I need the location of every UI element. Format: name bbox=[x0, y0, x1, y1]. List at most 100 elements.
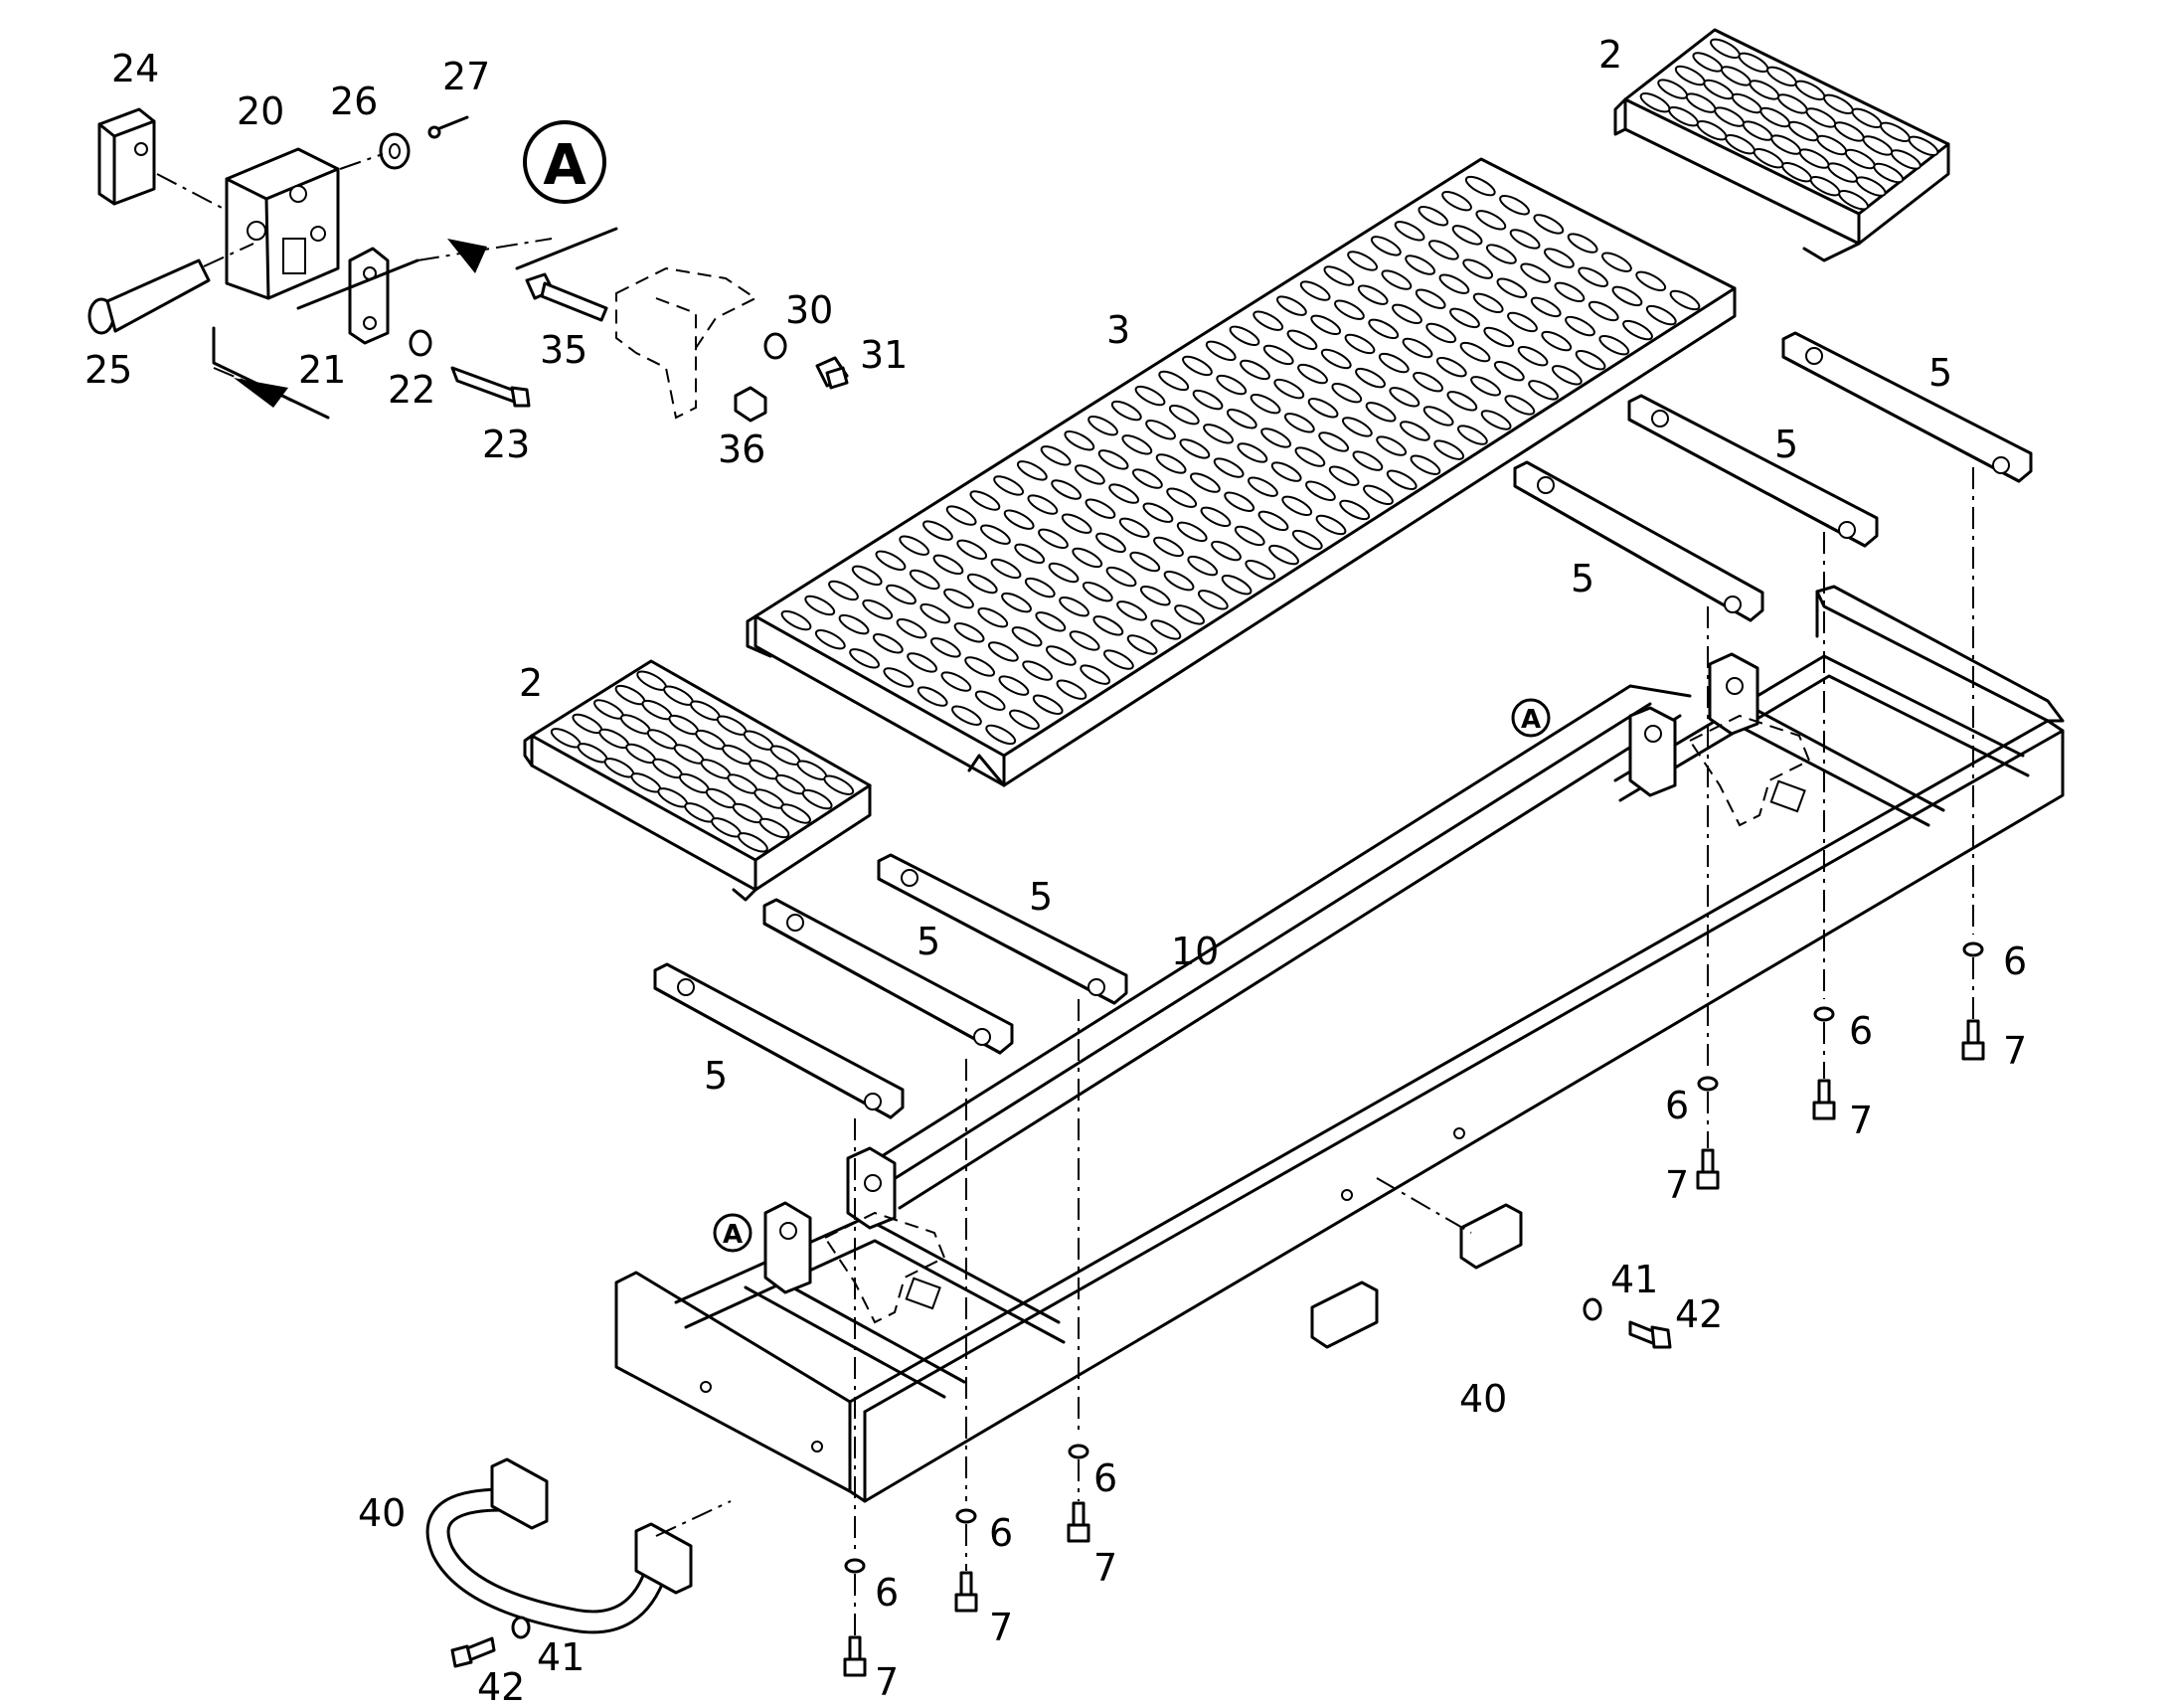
perforation-hole bbox=[1131, 468, 1163, 489]
perforation-hole bbox=[1197, 590, 1229, 610]
perforation-hole bbox=[1601, 252, 1632, 272]
perforation-hole bbox=[1105, 566, 1137, 588]
perforation-hole bbox=[1462, 258, 1494, 279]
perforation-hole bbox=[1153, 536, 1184, 558]
perforation-hole bbox=[1294, 446, 1326, 467]
perforation-hole bbox=[1118, 517, 1150, 538]
perforation-hole bbox=[1365, 402, 1397, 423]
perforation-hole bbox=[1485, 244, 1517, 264]
arrow-head-upper bbox=[447, 239, 487, 273]
perforation-hole bbox=[1838, 190, 1869, 211]
perforation-hole bbox=[1087, 415, 1118, 436]
perforation-hole bbox=[953, 622, 985, 643]
perforation-hole bbox=[1229, 325, 1260, 346]
perforation-hole bbox=[1234, 525, 1265, 547]
perforation-hole bbox=[1318, 431, 1350, 452]
svg-text:A: A bbox=[1521, 705, 1541, 735]
perforation-hole bbox=[1102, 649, 1134, 670]
perforation-hole bbox=[945, 505, 977, 526]
fastener-drop bbox=[1812, 532, 1836, 1120]
perforation-hole bbox=[1459, 341, 1491, 363]
perforation-hole bbox=[1331, 383, 1363, 404]
arrow-head-lower bbox=[234, 378, 288, 408]
perforation-hole bbox=[1517, 345, 1549, 367]
callout-6-b: 6 bbox=[1849, 1009, 1873, 1053]
perforation-hole bbox=[1064, 430, 1095, 451]
perforation-hole bbox=[1472, 292, 1504, 313]
small-a-marker-right: A bbox=[1511, 698, 1551, 738]
perforation-hole bbox=[872, 633, 904, 654]
fastener-drop bbox=[954, 1059, 978, 1613]
perforation-hole bbox=[1211, 540, 1242, 562]
perforation-hole bbox=[917, 686, 948, 707]
callout-7-e: 7 bbox=[989, 1606, 1013, 1649]
callout-7-c: 7 bbox=[1665, 1163, 1689, 1207]
perforation-hole bbox=[1205, 340, 1237, 362]
perforation-hole bbox=[1260, 427, 1292, 448]
perforation-hole bbox=[1027, 494, 1059, 515]
perforation-hole bbox=[1213, 457, 1245, 478]
perforation-hole bbox=[1645, 304, 1677, 326]
perforation-hole bbox=[1908, 135, 1939, 156]
perforation-hole bbox=[1320, 348, 1352, 370]
perforation-hole bbox=[780, 803, 811, 824]
perforation-hole bbox=[1433, 439, 1465, 460]
part-40-handle-right bbox=[1310, 1177, 1578, 1369]
perforation-hole bbox=[804, 595, 836, 616]
perforation-hole bbox=[1405, 255, 1436, 275]
perforation-hole bbox=[1855, 176, 1887, 197]
perforation-hole bbox=[1001, 592, 1032, 613]
perforation-hole bbox=[1435, 356, 1467, 378]
perforation-hole bbox=[1011, 626, 1043, 647]
part-3-long-tread bbox=[746, 157, 1737, 787]
perforation-hole bbox=[1092, 615, 1124, 636]
strap bbox=[1513, 460, 1764, 622]
perforation-hole bbox=[1394, 221, 1425, 242]
part-2-tread-top bbox=[1613, 28, 1950, 262]
perforation-hole bbox=[1456, 425, 1488, 445]
perforation-hole bbox=[1166, 487, 1198, 508]
perforation-hole bbox=[1032, 694, 1064, 715]
perforation-hole bbox=[1048, 562, 1080, 584]
perforation-hole bbox=[964, 656, 996, 677]
perforation-hole bbox=[1003, 509, 1035, 530]
perforation-hole bbox=[1040, 445, 1072, 466]
perforation-hole bbox=[1635, 270, 1667, 292]
perforation-hole bbox=[1890, 149, 1922, 170]
perforation-hole bbox=[998, 675, 1030, 696]
perforation-hole bbox=[1061, 513, 1092, 534]
fastener-drop bbox=[843, 1118, 867, 1677]
perforation-hole bbox=[849, 648, 880, 669]
perforation-hole bbox=[1245, 559, 1276, 581]
perforation-hole bbox=[758, 817, 790, 839]
perforation-hole bbox=[1307, 398, 1339, 419]
fastener-drop-lines bbox=[843, 467, 1985, 1677]
perforation-hole bbox=[993, 475, 1025, 496]
perforation-hole bbox=[1588, 300, 1619, 322]
perforation-hole bbox=[1425, 322, 1457, 344]
perforation-hole bbox=[828, 580, 859, 601]
perforation-hole bbox=[1567, 233, 1598, 254]
perforation-hole bbox=[1270, 461, 1302, 482]
perforation-hole bbox=[899, 535, 930, 556]
perforation-hole bbox=[1598, 334, 1630, 356]
perforation-hole bbox=[1386, 469, 1418, 490]
perforation-hole bbox=[896, 617, 927, 639]
perforation-hole bbox=[1268, 544, 1299, 566]
detail-a-marker: A bbox=[523, 120, 606, 204]
detail-a-label: A bbox=[543, 133, 586, 198]
callout-7-a: 7 bbox=[2003, 1029, 2027, 1073]
perforation-hole bbox=[1363, 484, 1394, 506]
phantom-bracket bbox=[615, 266, 757, 420]
perforation-hole bbox=[1507, 311, 1538, 333]
callout-5-b: 5 bbox=[1774, 423, 1798, 466]
perforation-hole bbox=[1051, 479, 1083, 500]
perforation-hole bbox=[1530, 296, 1562, 318]
fastener-drop bbox=[1961, 467, 1985, 1061]
perforation-hole bbox=[1381, 269, 1413, 290]
perforation-hole bbox=[980, 524, 1011, 545]
part-30-washer bbox=[763, 332, 787, 360]
perforation-hole bbox=[780, 609, 812, 631]
perforation-hole bbox=[1139, 586, 1171, 606]
